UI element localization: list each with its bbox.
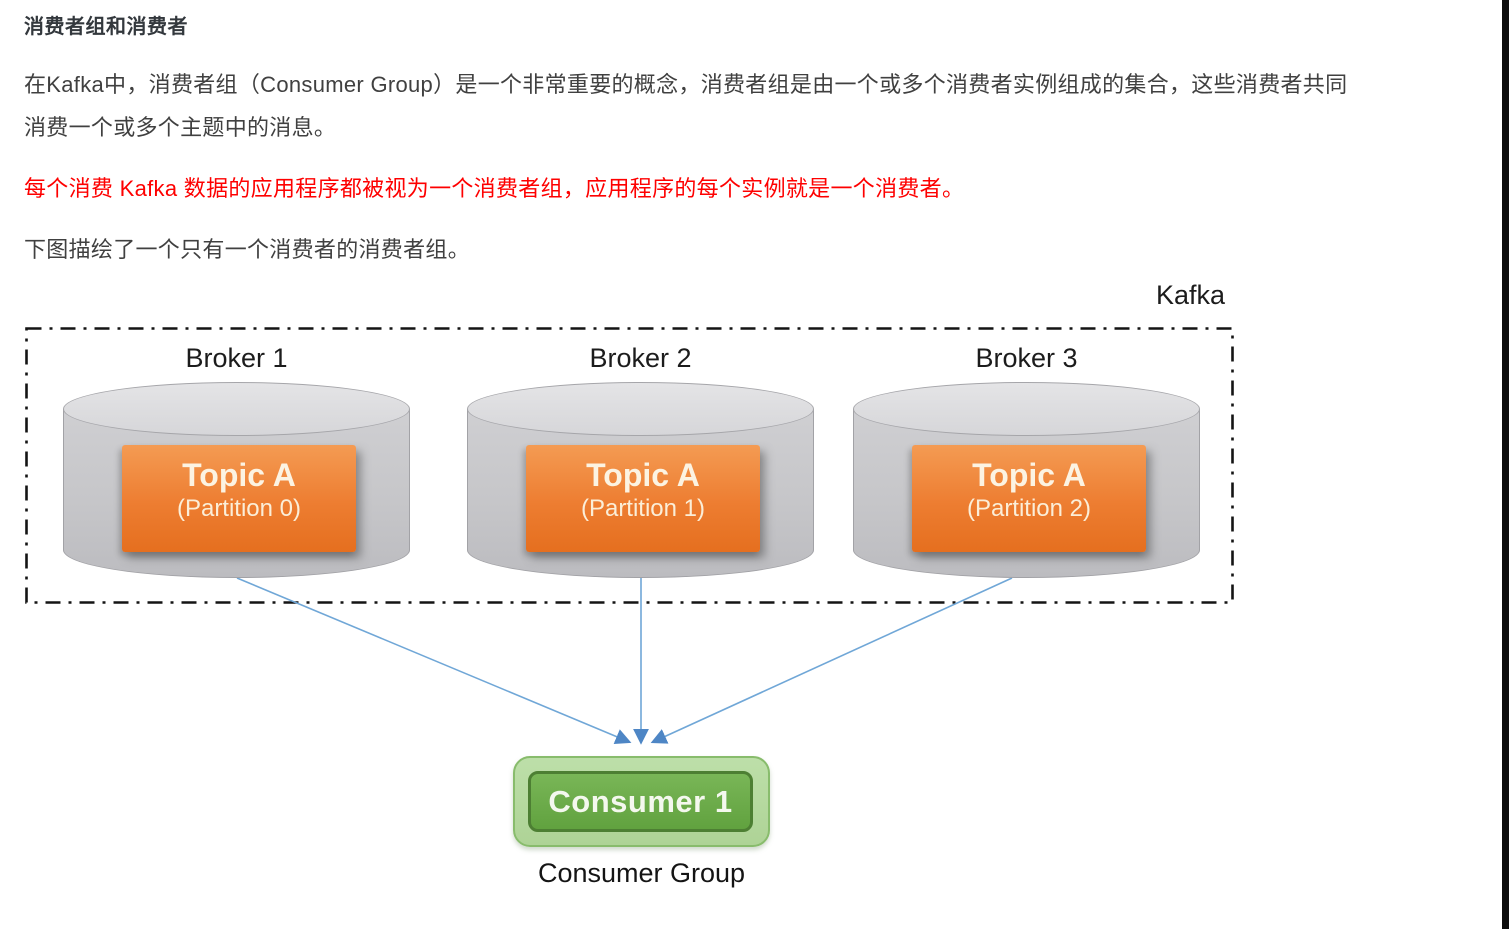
page-title: 消费者组和消费者 — [24, 16, 188, 38]
consumer1-box: Consumer 1 — [528, 771, 753, 832]
window-edge-strip — [1502, 0, 1509, 929]
arrow-broker1-to-consumer — [236, 577, 632, 745]
partition-name: (Partition 1) — [580, 495, 706, 522]
consumer1-label: Consumer 1 — [548, 783, 733, 819]
cylinder-top — [853, 382, 1200, 436]
paragraph-intro-line1: 在Kafka中，消费者组（Consumer Group）是一个非常重要的概念，消… — [24, 72, 1348, 97]
consumer-group-box: Consumer 1 — [513, 756, 770, 847]
broker3-label: Broker 3 — [975, 343, 1078, 373]
topic-a-partition1-box: Topic A (Partition 1) — [526, 445, 760, 552]
paragraph-caption: 下图描绘了一个只有一个消费者的消费者组。 — [24, 237, 471, 262]
topic-name: Topic A — [182, 457, 296, 493]
topic-name: Topic A — [586, 457, 700, 493]
consumer-group-label: Consumer Group — [537, 858, 746, 888]
paragraph-intro-line2: 消费一个或多个主题中的消息。 — [24, 115, 337, 140]
partition-name: (Partition 2) — [966, 495, 1092, 522]
arrow-broker3-to-consumer — [650, 577, 1013, 744]
cylinder-top — [63, 382, 410, 436]
broker1-cylinder: Topic A (Partition 0) — [63, 382, 410, 578]
broker1-label: Broker 1 — [185, 343, 288, 373]
partition-name: (Partition 0) — [176, 495, 302, 522]
broker2-cylinder: Topic A (Partition 1) — [467, 382, 814, 578]
cylinder-top — [467, 382, 814, 436]
kafka-cluster-label: Kafka — [1156, 280, 1226, 310]
topic-a-partition2-box: Topic A (Partition 2) — [912, 445, 1146, 552]
broker3-cylinder: Topic A (Partition 2) — [853, 382, 1200, 578]
topic-a-partition0-box: Topic A (Partition 0) — [122, 445, 356, 552]
paragraph-highlight: 每个消费 Kafka 数据的应用程序都被视为一个消费者组，应用程序的每个实例就是… — [24, 176, 965, 201]
topic-name: Topic A — [972, 457, 1086, 493]
broker2-label: Broker 2 — [589, 343, 692, 373]
